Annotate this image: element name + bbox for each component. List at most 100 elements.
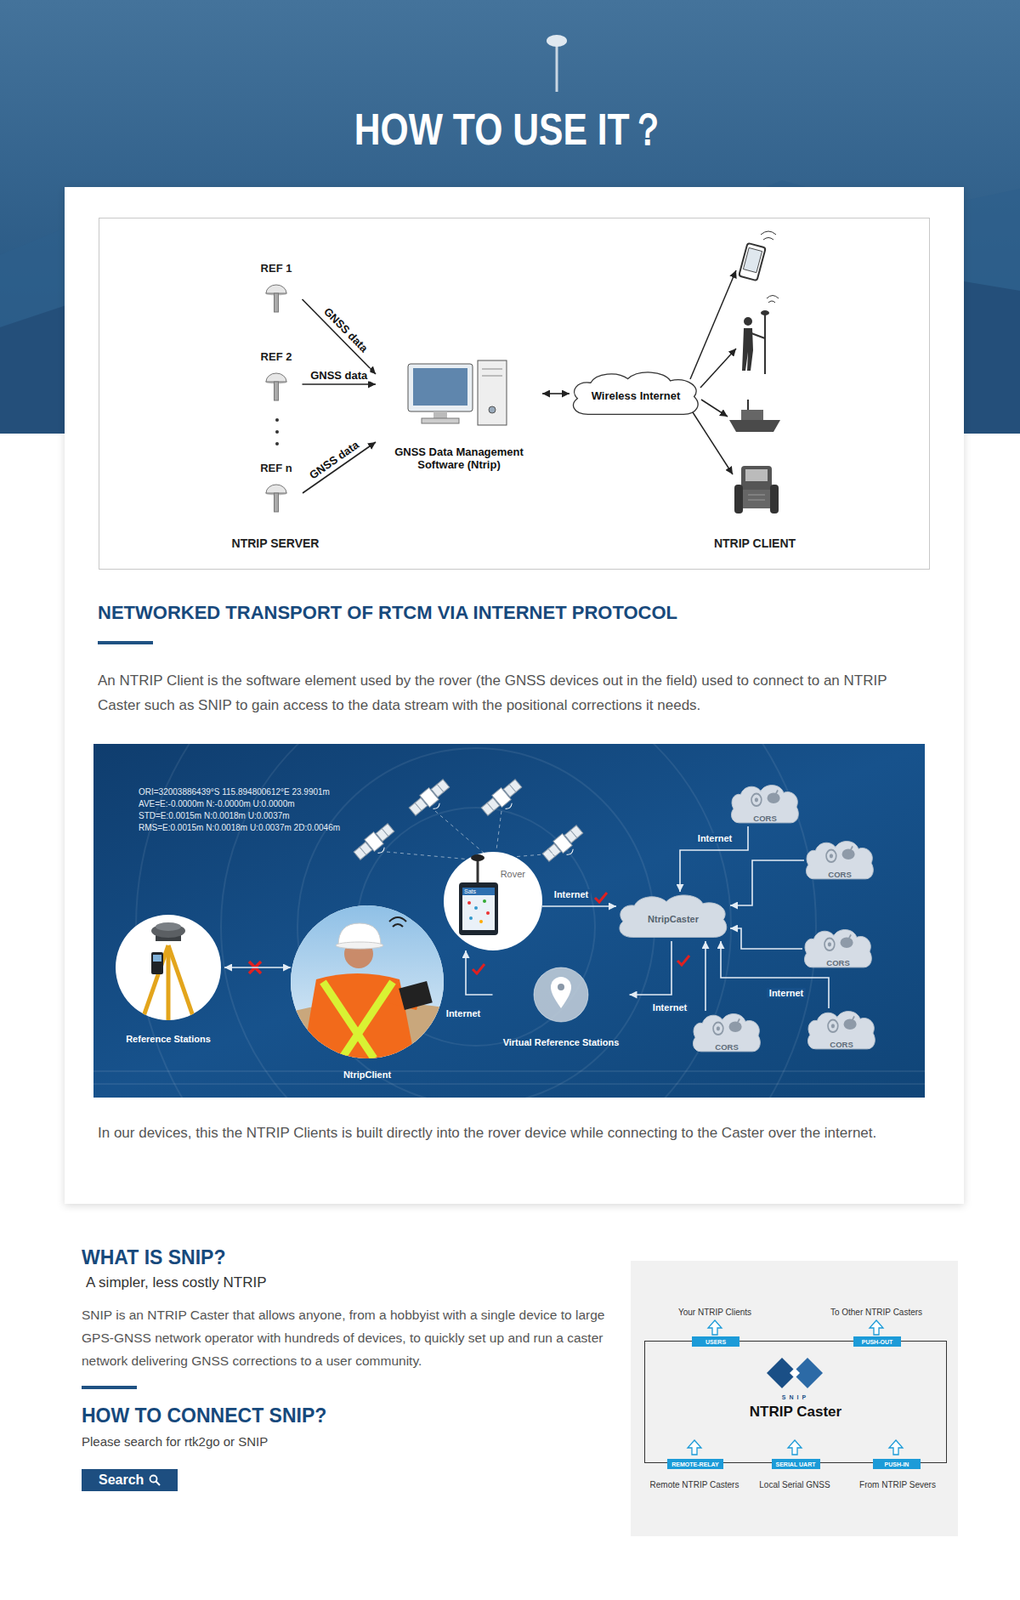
cors-cloud-shape (751, 793, 762, 807)
edge-label: GNSS data (304, 436, 363, 483)
rtk-network-panel (462, 887, 495, 930)
cors-cloud-shape (807, 1011, 875, 1049)
ntrip-server-diagram (764, 314, 766, 374)
internet-cloud-shape (573, 372, 698, 414)
node-label: CORS (753, 813, 777, 823)
body-text: Please search for rtk2go or SNIP (81, 1433, 268, 1449)
rtk-network-panel (166, 945, 171, 1020)
node-label: GNSS Data Management Software (Ntrip) (385, 445, 533, 471)
rtk-network-panel (151, 952, 164, 975)
cors-cloud-shape (804, 929, 872, 968)
node-label: Search (98, 1472, 144, 1488)
ntrip-server-diagram (742, 328, 754, 371)
rtk-network-panel (290, 905, 444, 1059)
ntrip-server-diagram (742, 247, 762, 272)
port-tag: REMOTE-RELAY (667, 1458, 724, 1469)
caster-cloud-shape (619, 895, 727, 937)
client-circle: NtripClient (290, 905, 444, 1080)
rtk-network-panel (407, 776, 455, 822)
port-caption: To Other NTRIP Casters (830, 1307, 923, 1317)
node-label: SERIAL UART (776, 1461, 816, 1468)
edge-label: GNSS data (319, 303, 373, 357)
rtk-network-panel (595, 892, 607, 902)
rtk-network-panel (479, 776, 527, 822)
snip-panel (630, 1260, 958, 1536)
ntrip-server-diagram (770, 484, 779, 514)
node-label: PUSH-OUT (861, 1338, 894, 1345)
rtk-network-panel (386, 851, 481, 861)
rtk-network-panel (93, 1082, 925, 1085)
section-heading: NETWORKED TRANSPORT OF RTCM VIA INTERNET… (97, 601, 678, 624)
server-computer: GNSS Data Management Software (Ntrip) (375, 355, 543, 475)
connector (302, 299, 377, 374)
snip-panel (789, 1367, 800, 1378)
snip-panel (687, 1439, 702, 1455)
cors-cloud-shape (846, 934, 851, 942)
ntrip-server-diagram (747, 399, 749, 410)
rtk-network-panel (351, 821, 400, 866)
station-circle: Reference Stations (112, 912, 225, 1044)
ntrip-server-diagram (433, 411, 448, 419)
cors-cloud-shape (829, 853, 833, 858)
left-column: WHAT IS SNIP?A simpler, less costly NTRI… (81, 1246, 626, 1491)
node-label: CORS (829, 1039, 853, 1049)
rtk-network-panel (136, 743, 816, 1098)
rtk-network-panel (474, 906, 478, 910)
ntrip-server-diagram (766, 295, 779, 304)
reference-antenna: REF n (249, 461, 303, 520)
node-label: REF n (260, 461, 293, 475)
ntrip-server-diagram (742, 489, 771, 509)
cors-cloud-shape (827, 941, 832, 947)
node-label: REF 2 (260, 350, 293, 363)
search-button: Search (81, 1468, 178, 1491)
ntrip-server-diagram (265, 231, 781, 514)
port-caption: Your NTRIP Clients (678, 1307, 752, 1317)
rtk-network-panel (540, 822, 589, 867)
port-tag: USERS (691, 1336, 740, 1347)
content-card (64, 187, 964, 1204)
node-label: REF 1 (260, 261, 293, 275)
rtk-network-panel (486, 911, 490, 915)
ntrip-server-diagram (275, 430, 279, 434)
ntrip-server-diagram (760, 310, 770, 316)
port-tag: PUSH-IN (872, 1458, 921, 1469)
node-label: Rover (500, 868, 526, 879)
rtk-network-panel (386, 810, 555, 861)
caster-cloud: NtripCaster (616, 891, 731, 941)
edge-label: Internet (551, 889, 591, 900)
rtk-network-panel (511, 853, 555, 857)
vrs-circle: Virtual Reference Stations (493, 967, 630, 1048)
rtk-network-panel (142, 922, 194, 1020)
body-text: In our devices, this the NTRIP Clients i… (97, 1120, 931, 1145)
cors-cloud-shape (805, 841, 873, 879)
ntrip-server-diagram (738, 243, 766, 281)
node-label: NtripClient (343, 1069, 391, 1080)
rtk-network-panel (93, 743, 925, 1098)
rtk-network-panel (155, 922, 182, 931)
cors-cloud-shape (827, 1020, 839, 1033)
connector (224, 966, 291, 969)
rtk-network-panel (462, 887, 495, 896)
ntrip-server-diagram (692, 412, 733, 475)
cors-cloud-shape (731, 785, 799, 823)
ntrip-server-diagram (738, 243, 766, 281)
connector (680, 826, 748, 892)
cors-cloud: CORS (729, 782, 801, 827)
connector (730, 928, 803, 949)
ntrip-server-diagram (477, 360, 507, 425)
rtk-network-panel (533, 967, 589, 1022)
snip-panel (889, 1439, 903, 1455)
ntrip-server-diagram (275, 442, 279, 446)
rtk-network-panel (153, 954, 162, 962)
ntrip-server-diagram (408, 363, 473, 412)
port-caption: Remote NTRIP Casters (650, 1479, 740, 1490)
cors-cloud-shape (716, 1025, 720, 1031)
rtk-network-panel (398, 980, 433, 1010)
ntrip-server-diagram (700, 348, 737, 388)
ntrip-server-diagram (265, 373, 288, 401)
content-card (99, 218, 930, 570)
rtk-network-panel (335, 941, 384, 949)
ntrip-server-diagram (421, 418, 459, 424)
cors-cloud-shape (850, 1015, 855, 1024)
